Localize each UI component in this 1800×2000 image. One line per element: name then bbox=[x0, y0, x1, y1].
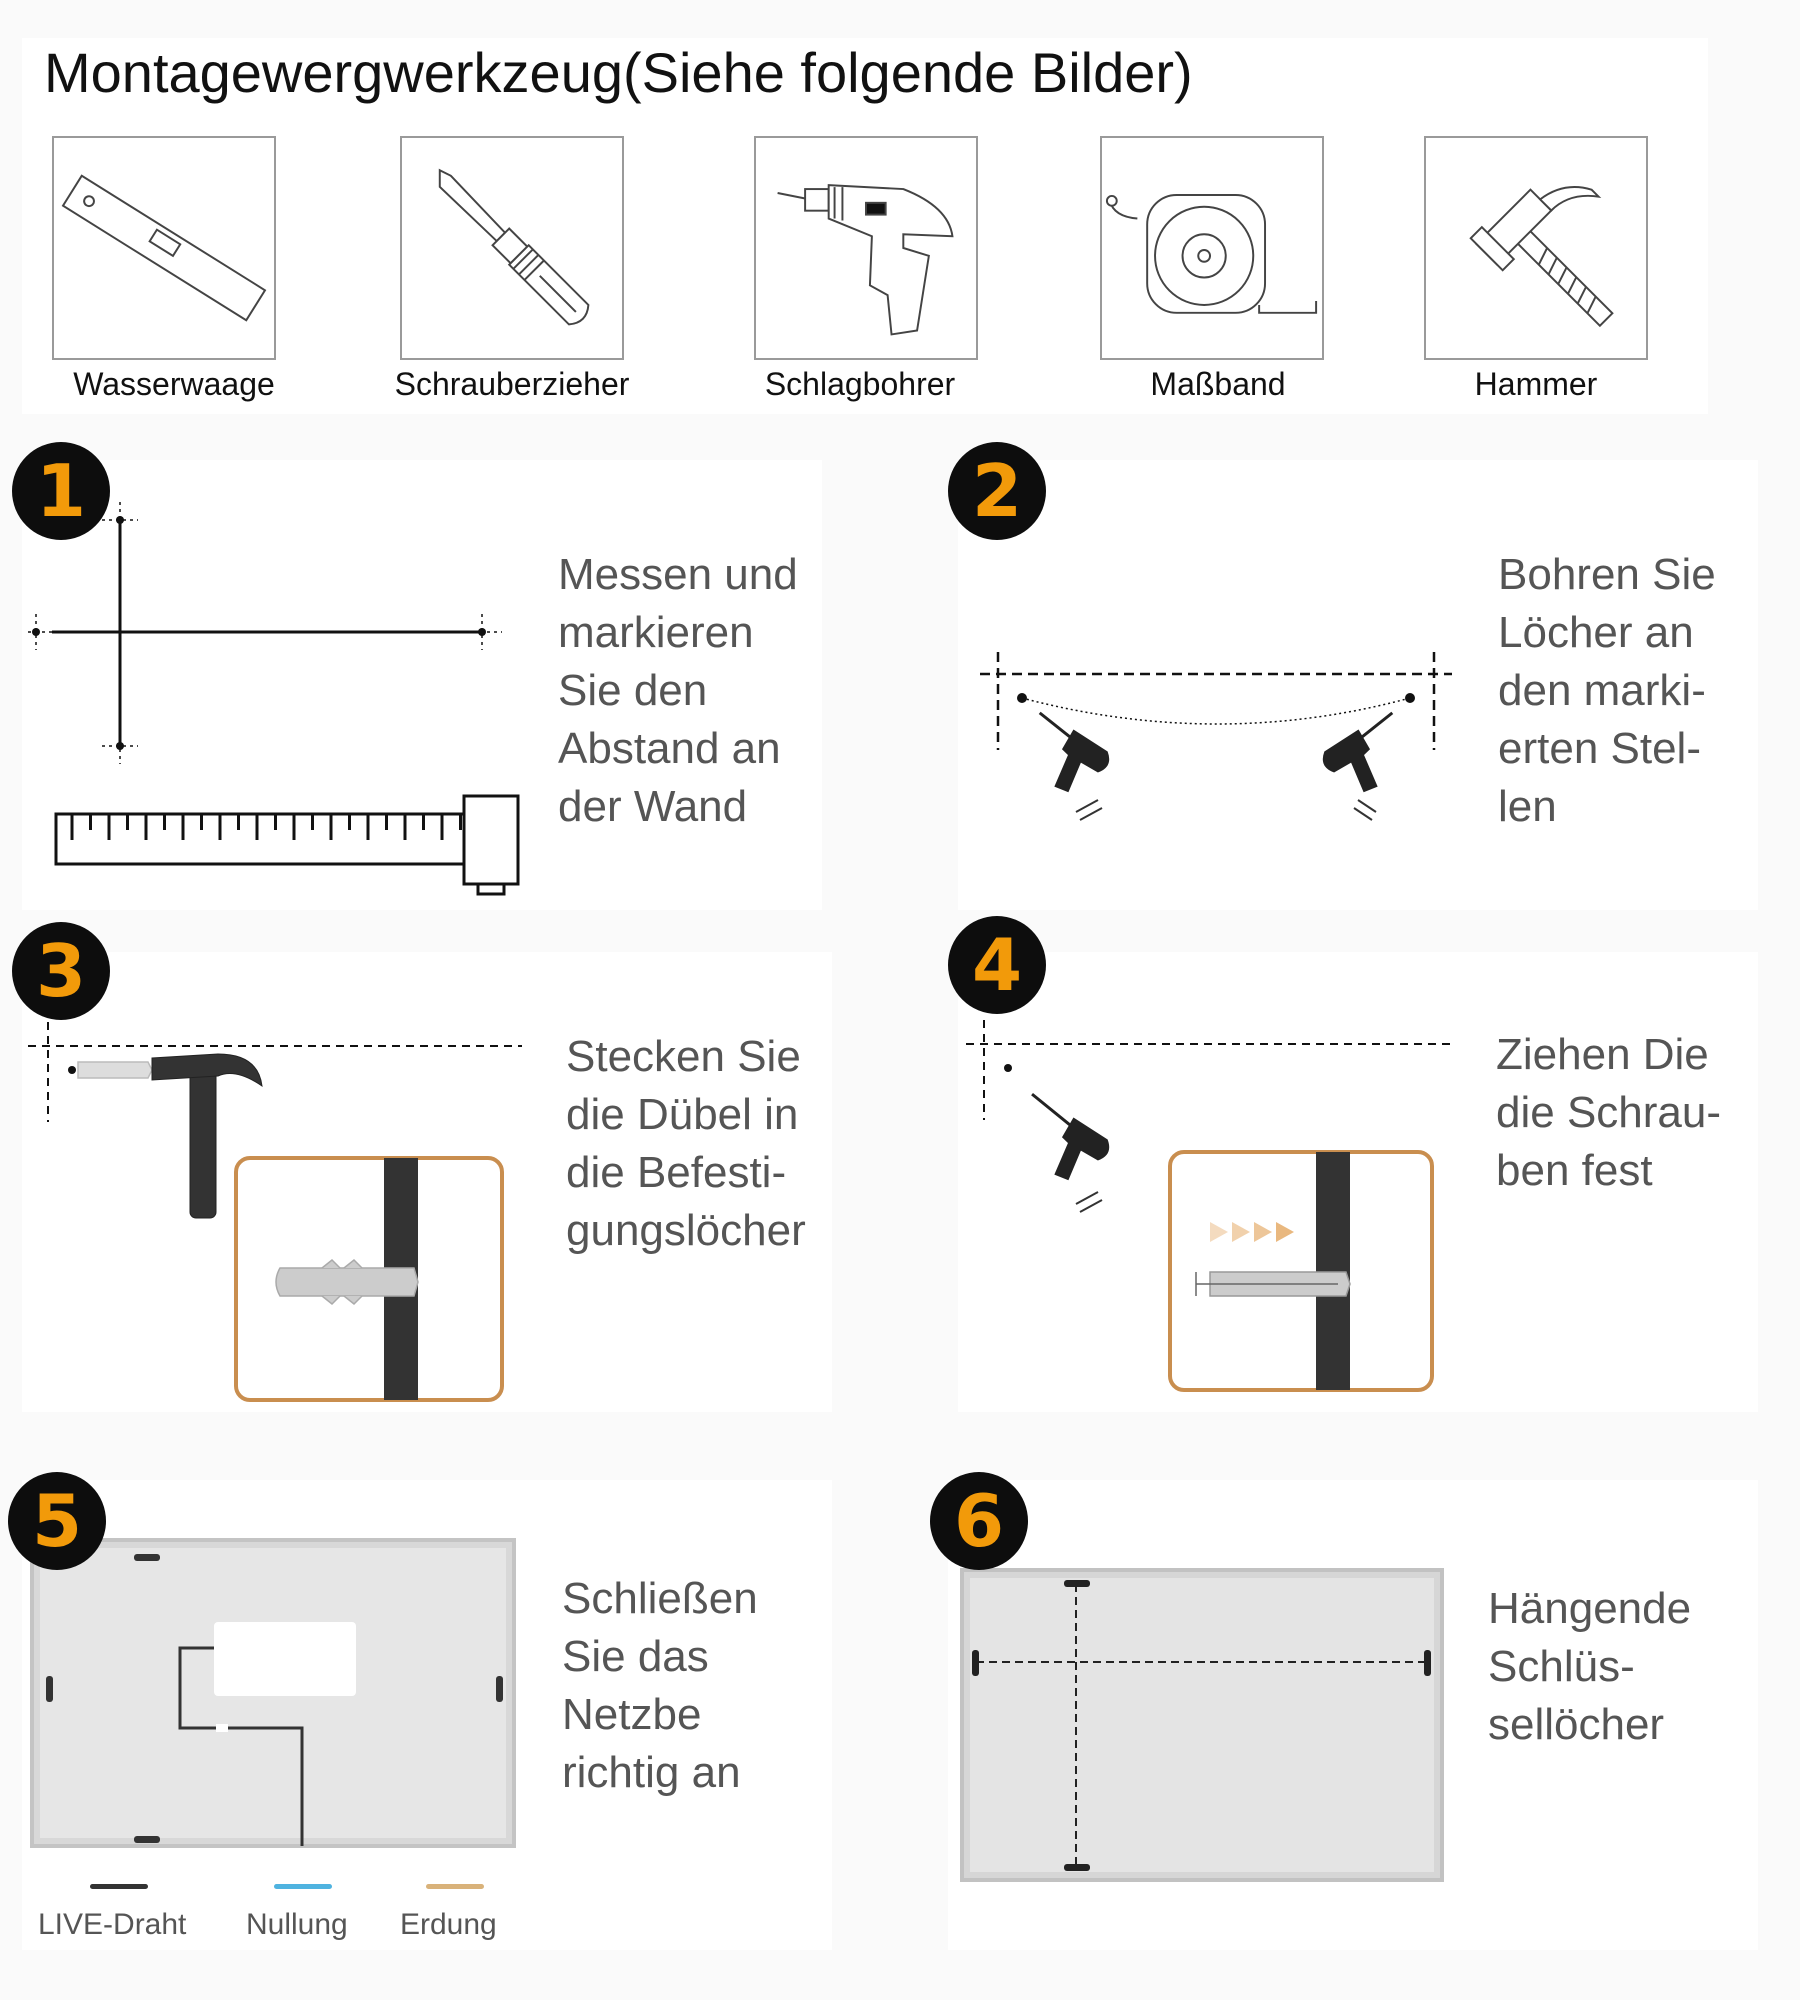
page-title: Montagewergwerkzeug(Siehe folgende Bilde… bbox=[44, 41, 1193, 104]
drill-icon bbox=[777, 184, 954, 336]
tool-box-tape bbox=[1100, 136, 1324, 360]
legend-live-label: LIVE-Draht bbox=[38, 1908, 187, 1941]
legend-null-label: Nullung bbox=[246, 1908, 348, 1941]
step-1-badge: 1 bbox=[12, 442, 110, 540]
tool-box-drill bbox=[754, 136, 978, 360]
step-6-badge: 6 bbox=[930, 1472, 1028, 1570]
step-4-text: Ziehen Die die Schrau- ben fest bbox=[1496, 1030, 1722, 1195]
step-2-text: Bohren Sie Löcher an den marki- erten St… bbox=[1498, 550, 1716, 831]
hammer-icon bbox=[1469, 186, 1614, 328]
tool-label-screwdriver: Schrauberzieher bbox=[394, 366, 630, 402]
tool-box-level bbox=[52, 136, 276, 360]
tool-box-hammer bbox=[1424, 136, 1648, 360]
step-6-illustration bbox=[960, 1568, 1444, 1882]
step-6-text: Hängende Schlüs- sellöcher bbox=[1488, 1584, 1692, 1749]
step-2-badge: 2 bbox=[948, 442, 1046, 540]
step-5-text: Schließen Sie das Netzbe richtig an bbox=[562, 1574, 758, 1797]
step-1-text: Messen und markieren Sie den Abstand an … bbox=[558, 550, 798, 831]
screwdriver-icon bbox=[438, 168, 590, 326]
legend-null-line bbox=[274, 1884, 332, 1889]
step-1-illustration bbox=[28, 502, 520, 896]
step-3-text: Stecken Sie die Dübel in die Befesti- gu… bbox=[566, 1032, 806, 1255]
spirit-level-icon bbox=[61, 174, 267, 322]
step-5-badge: 5 bbox=[8, 1472, 106, 1570]
legend-earth-label: Erdung bbox=[400, 1908, 497, 1941]
step-3-illustration bbox=[28, 1022, 522, 1402]
step-4-illustration bbox=[966, 1020, 1452, 1392]
tool-label-level: Wasserwaage bbox=[73, 366, 275, 402]
tool-box-screwdriver bbox=[400, 136, 624, 360]
step-4-badge: 4 bbox=[948, 916, 1046, 1014]
tool-label-drill: Schlagbohrer bbox=[764, 366, 956, 402]
tool-label-tape: Maßband bbox=[1150, 366, 1286, 402]
step-3-badge: 3 bbox=[12, 922, 110, 1020]
legend-live-line bbox=[90, 1884, 148, 1889]
step-2-panel bbox=[958, 460, 1758, 910]
step-5-illustration bbox=[30, 1538, 516, 1848]
tape-measure-icon bbox=[1105, 193, 1318, 314]
tool-label-hammer: Hammer bbox=[1474, 366, 1598, 402]
step-2-illustration bbox=[980, 652, 1452, 821]
legend-earth-line bbox=[426, 1884, 484, 1889]
